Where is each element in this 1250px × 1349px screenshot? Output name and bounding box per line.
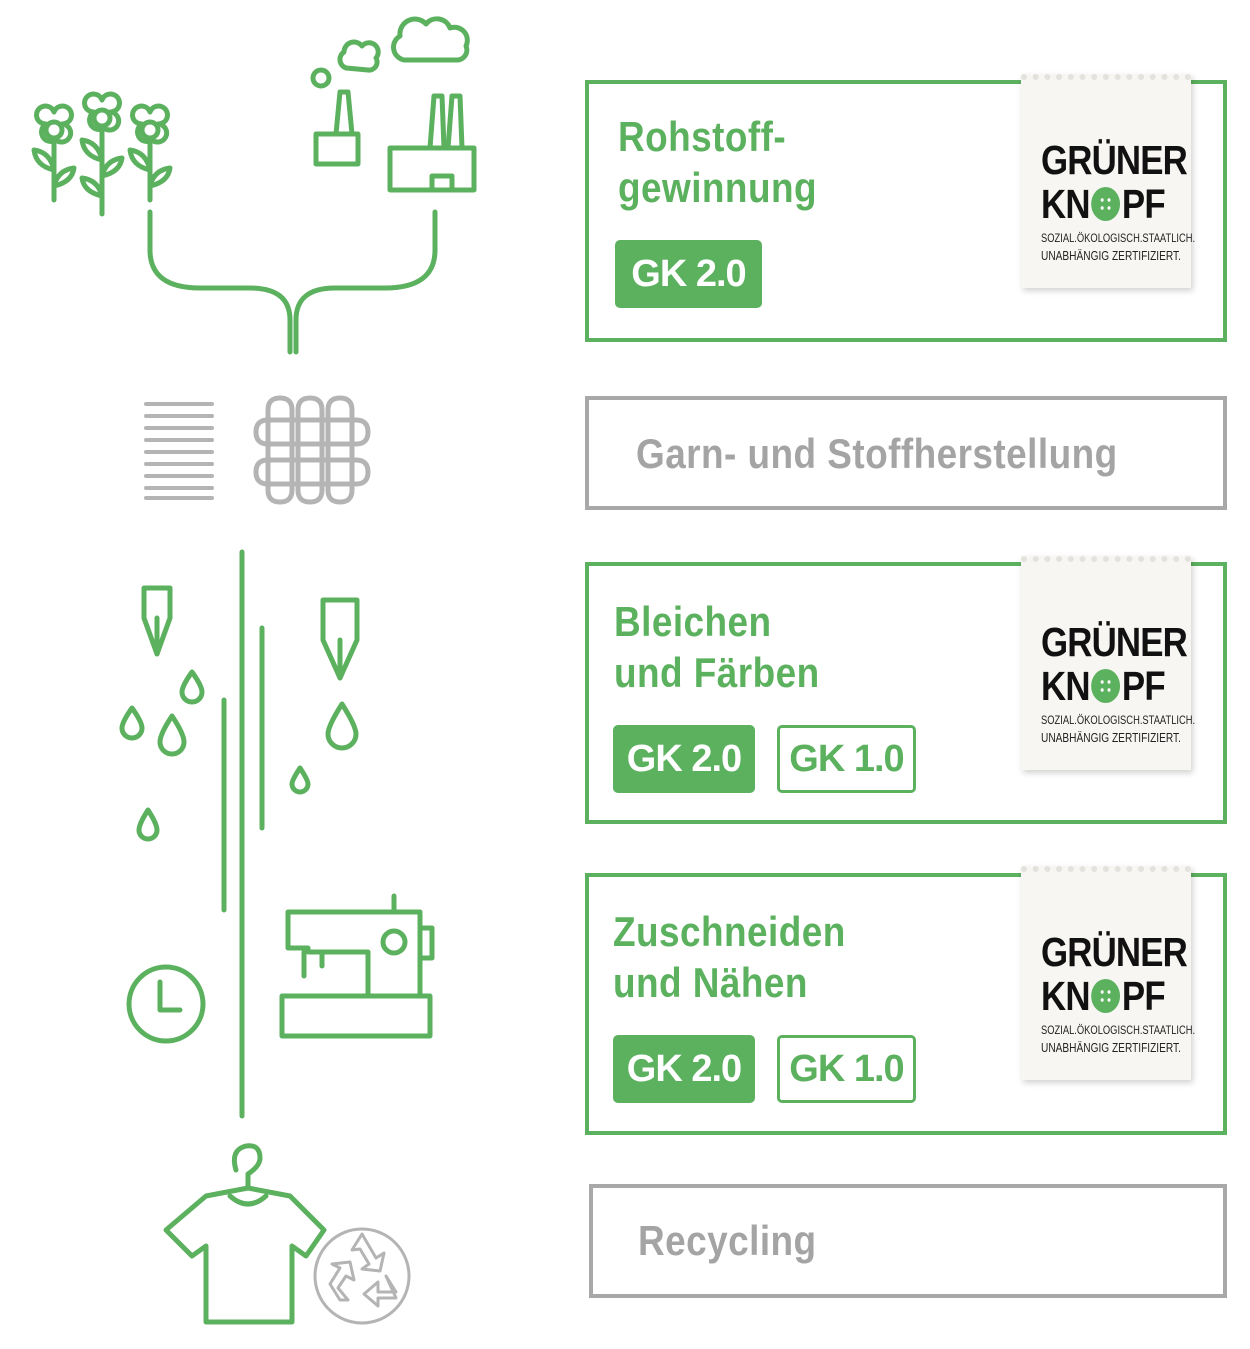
clock-icon [126, 964, 206, 1044]
button-icon [1091, 187, 1121, 221]
sewing-machine-icon [279, 893, 435, 1039]
tshirt-hanger-icon [163, 1143, 327, 1325]
stage-box-recycling [589, 1184, 1227, 1298]
label-line1: GRÜNER [1041, 619, 1188, 665]
badge-gk20: GK 2.0 [613, 1035, 755, 1103]
label-small2: UNABHÄNGIG ZERTIFIZIERT. [1041, 248, 1181, 263]
label-small1: SOZIAL.ÖKOLOGISCH.STAATLICH. [1041, 713, 1196, 727]
badge-gk10: GK 1.0 [777, 1035, 916, 1103]
badge-gk20: GK 2.0 [613, 725, 755, 793]
dye-drops-icon [119, 549, 360, 1119]
flowers-icon [31, 91, 173, 217]
yarn-icon [144, 402, 214, 500]
weave-icon [253, 395, 371, 505]
label-line1: GRÜNER [1041, 929, 1188, 975]
label-small2: UNABHÄNGIG ZERTIFIZIERT. [1041, 1040, 1181, 1055]
badge-gk10: GK 1.0 [777, 725, 916, 793]
badge-gk20: GK 2.0 [615, 240, 762, 308]
factory-icon [310, 16, 477, 193]
stage-title: Zuschneiden und Nähen [613, 908, 846, 1006]
label-small2: UNABHÄNGIG ZERTIFIZIERT. [1041, 730, 1181, 745]
label-small1: SOZIAL.ÖKOLOGISCH.STAATLICH. [1041, 1023, 1196, 1037]
stage-box-garn-stoff [585, 396, 1227, 510]
recycling-icon [313, 1227, 411, 1325]
stage-title: Garn- und Stoffherstellung [636, 430, 1118, 477]
stage-title: Rohstoff- gewinnung [618, 113, 818, 211]
stage-title: Bleichen und Färben [614, 598, 820, 696]
button-icon [1091, 669, 1121, 703]
button-icon [1091, 979, 1121, 1013]
supply-chain-illustration [31, 16, 477, 1325]
label-line1: GRÜNER [1041, 137, 1188, 183]
label-small1: SOZIAL.ÖKOLOGISCH.STAATLICH. [1041, 231, 1196, 245]
stage-title: Recycling [638, 1217, 817, 1264]
